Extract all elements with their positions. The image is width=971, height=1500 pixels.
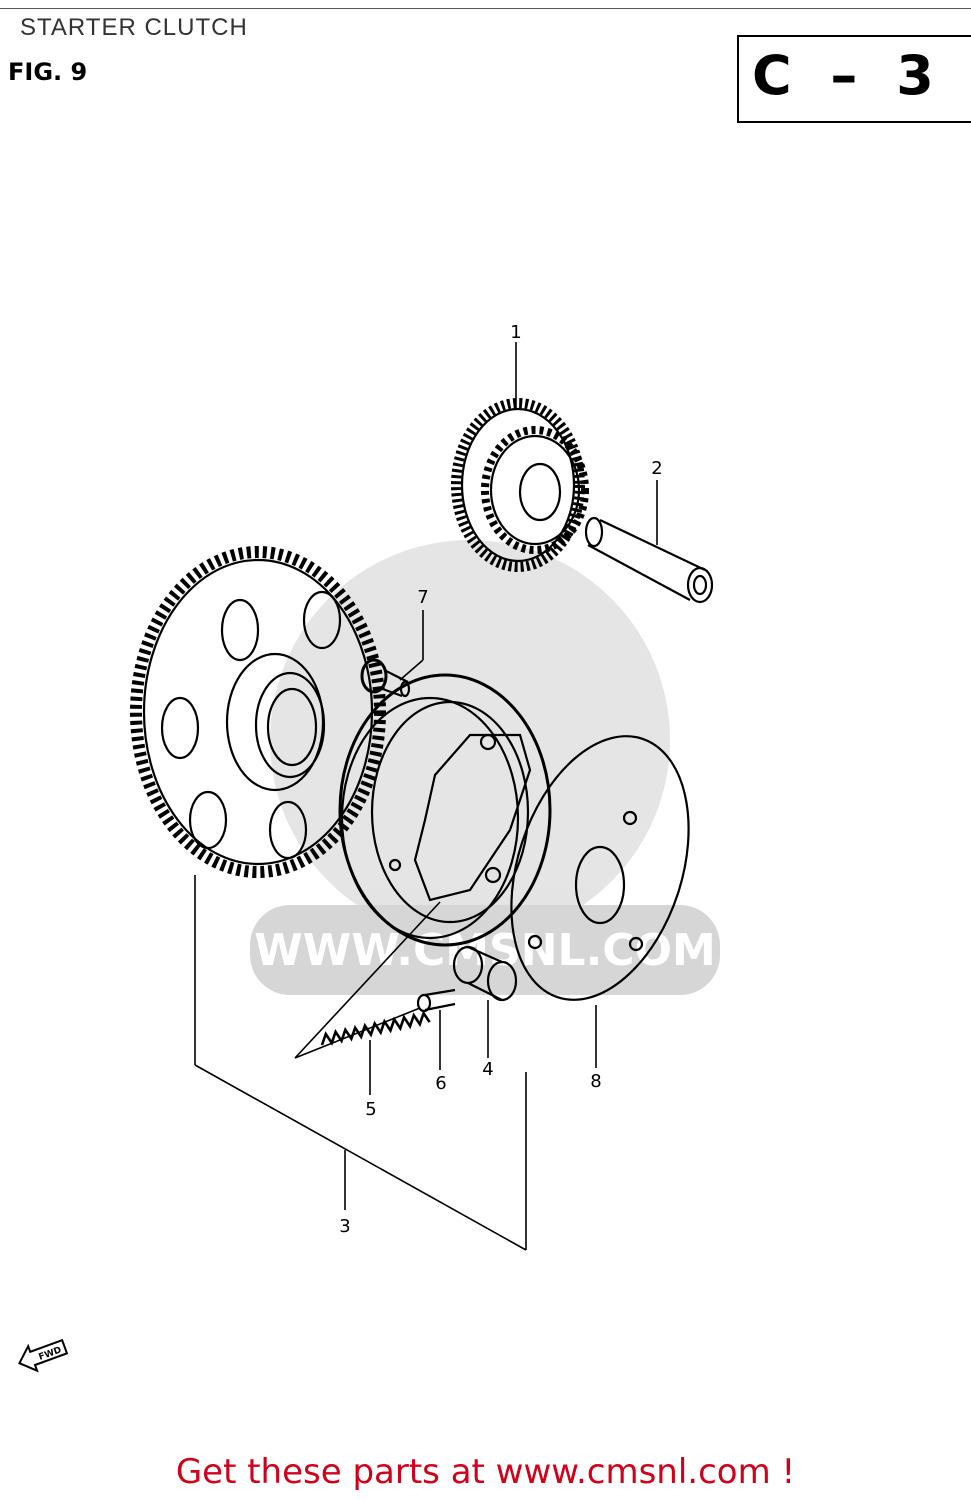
pin bbox=[416, 988, 456, 1013]
section-code: C – 3 bbox=[752, 44, 944, 107]
callout-4: 4 bbox=[482, 1059, 493, 1080]
callout-5: 5 bbox=[365, 1099, 376, 1120]
one-way-clutch bbox=[338, 673, 552, 947]
callout-8: 8 bbox=[590, 1071, 601, 1092]
watermark-text: WWW.CMSNL.COM bbox=[254, 925, 716, 976]
callout-2: 2 bbox=[651, 458, 662, 479]
double-gear bbox=[451, 398, 589, 572]
callout-7: 7 bbox=[417, 587, 428, 608]
page-title: STARTER CLUTCH bbox=[20, 14, 248, 41]
callout-6: 6 bbox=[435, 1073, 446, 1094]
spring bbox=[320, 1010, 431, 1046]
top-rule bbox=[0, 8, 971, 9]
roller bbox=[452, 945, 518, 1002]
leader-lines bbox=[194, 342, 658, 1251]
footer-link[interactable]: Get these parts at www.cmsnl.com ! bbox=[175, 1452, 796, 1492]
clutch-plate bbox=[510, 735, 690, 1001]
fwd-arrow-icon: FWD bbox=[18, 1338, 69, 1373]
idler-shaft bbox=[584, 516, 714, 604]
starter-driven-gear bbox=[130, 546, 386, 878]
watermark: WWW.CMSNL.COM bbox=[250, 540, 720, 995]
figure-label: FIG. 9 bbox=[8, 58, 88, 86]
callout-3: 3 bbox=[339, 1216, 350, 1237]
callout-1: 1 bbox=[510, 322, 521, 343]
section-box bbox=[737, 35, 971, 123]
exploded-diagram: WWW.CMSNL.COM bbox=[18, 322, 720, 1373]
